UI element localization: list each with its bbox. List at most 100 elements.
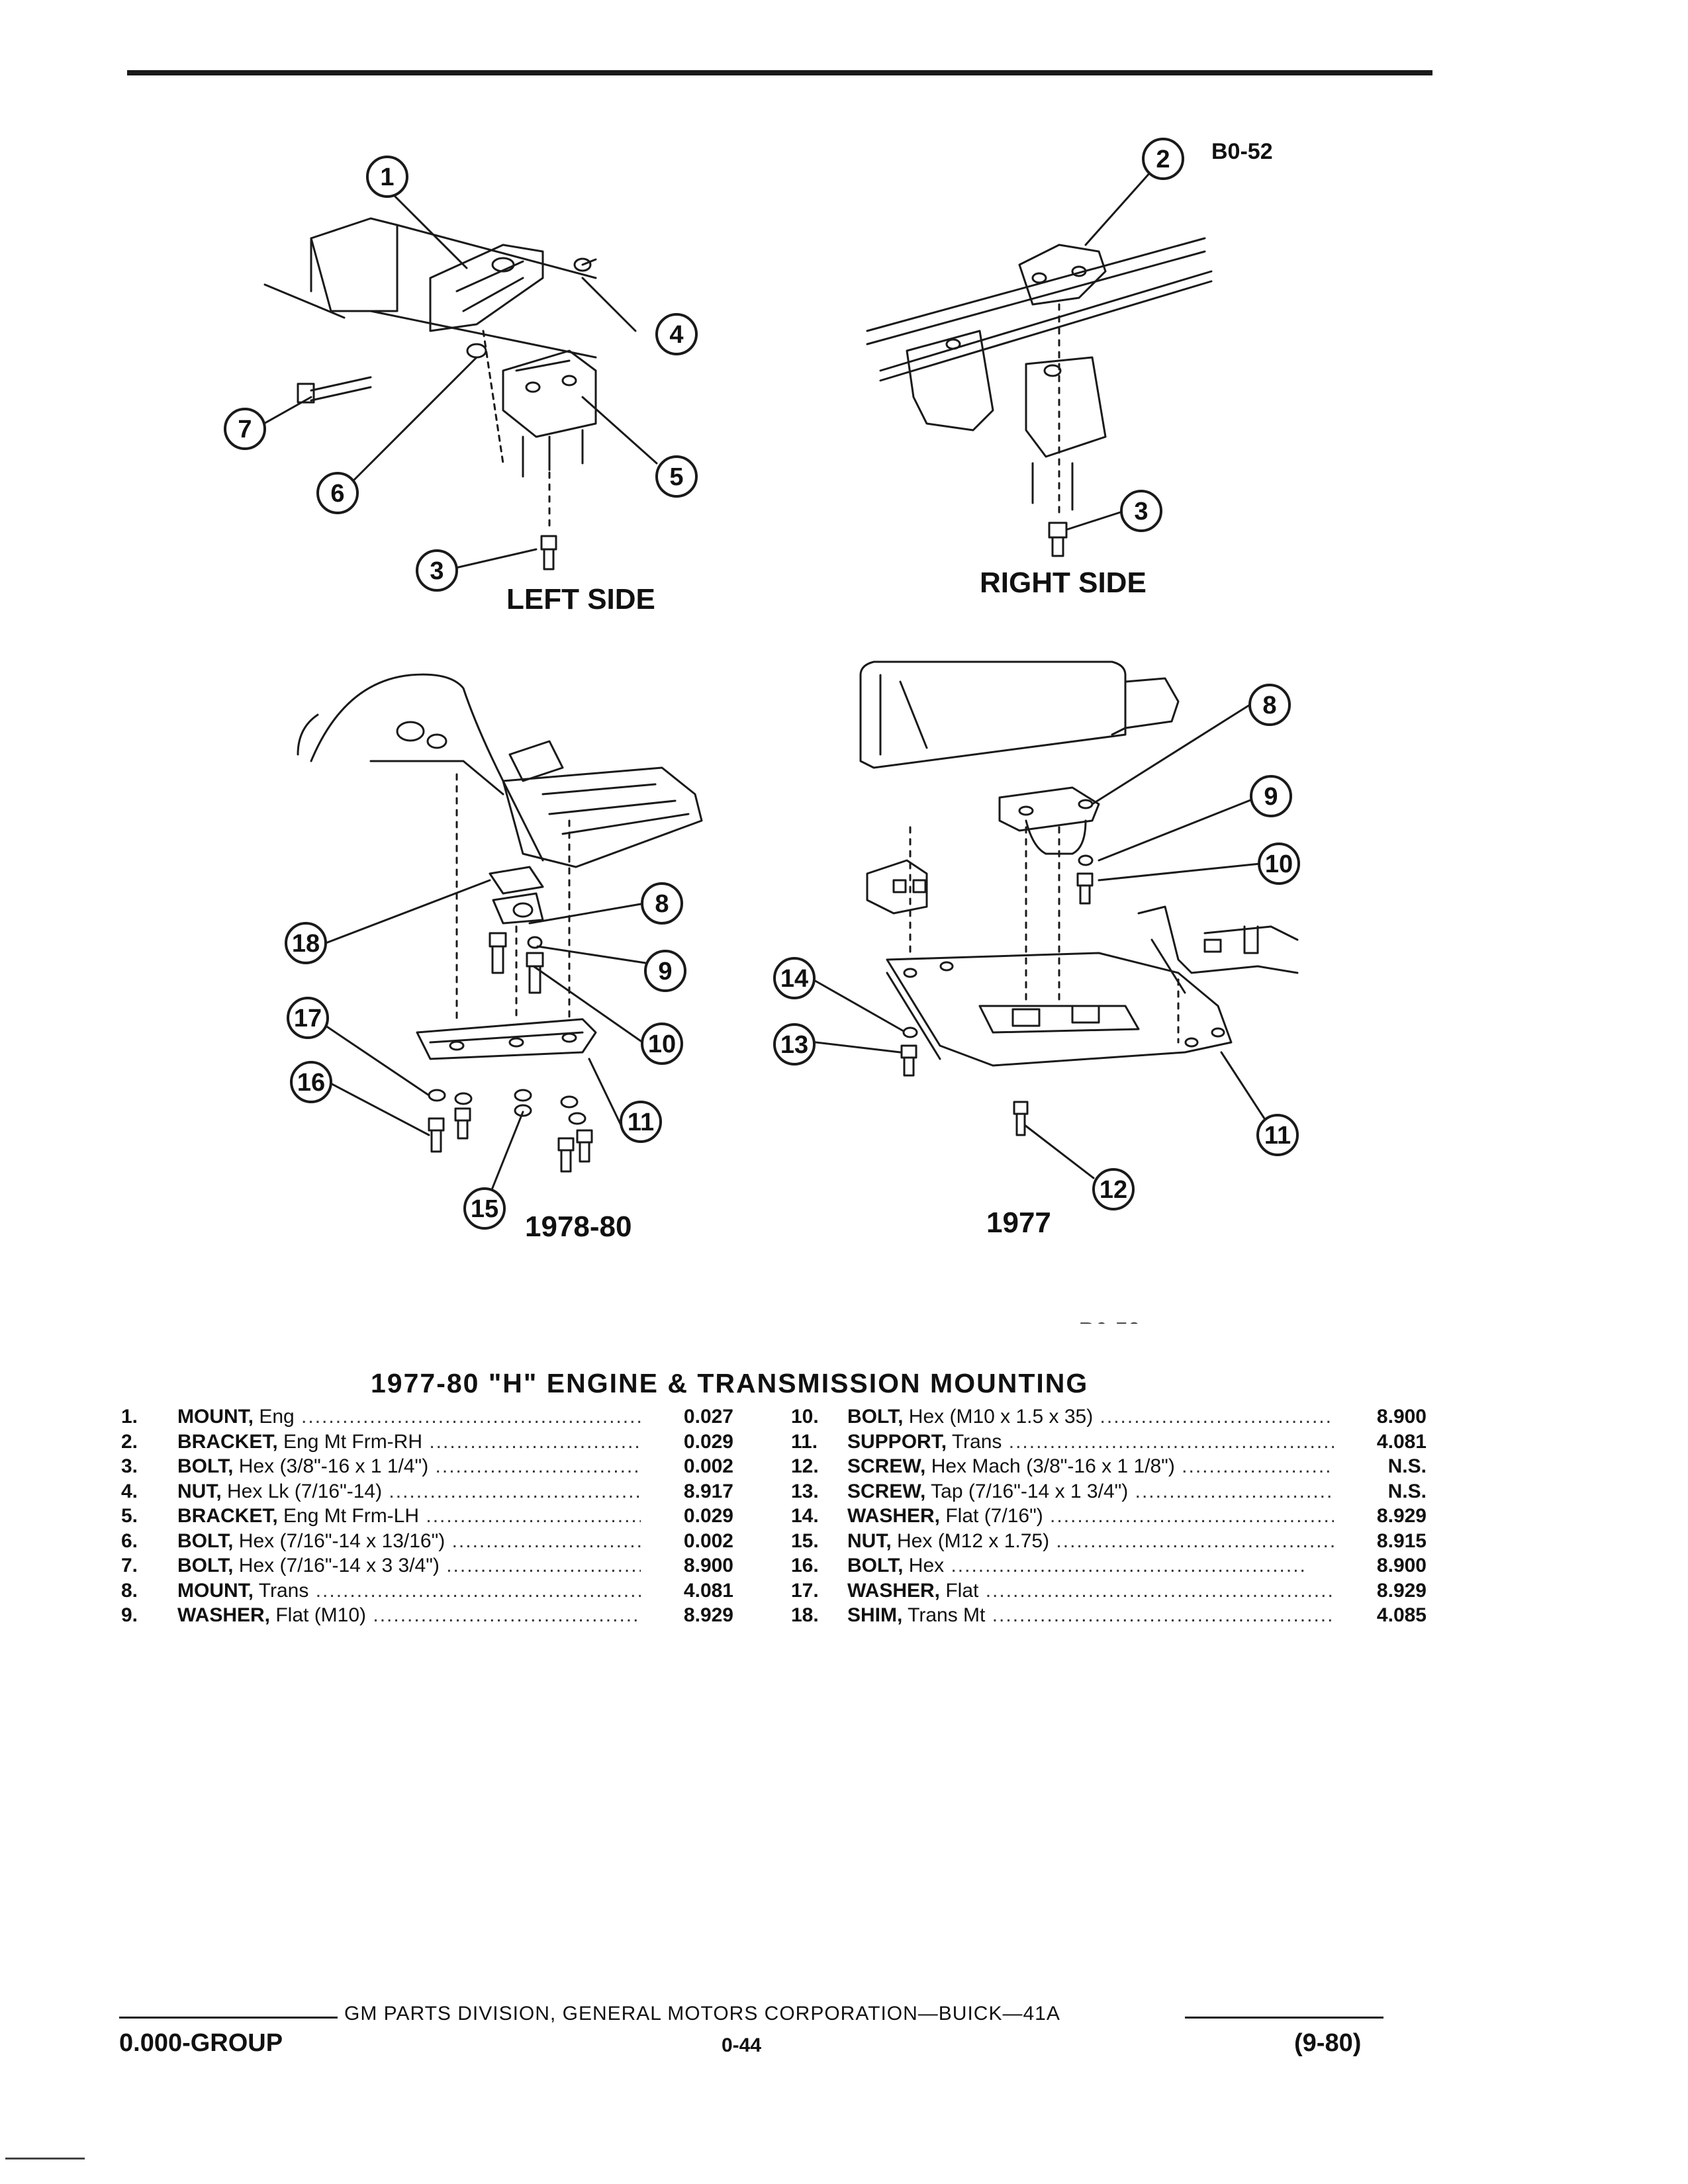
part-row: 11. SUPPORT, Trans ......................… [791,1431,1427,1456]
part-group-number: 4.081 [1376,1430,1427,1453]
callout-9: 9 [658,958,672,985]
part-detail: Hex Lk (7/16"-14) [221,1480,383,1502]
part-row: 5. BRACKET, Eng Mt Frm-LH ...............… [121,1505,733,1530]
part-row: 13.SCREW, Tap (7/16"-14 x 1 3/4") ......… [791,1480,1427,1506]
part-detail: Hex (M10 x 1.5 x 35) [903,1406,1094,1428]
part-group-number: N.S. [1387,1455,1427,1477]
part-detail: Flat (M10) [270,1604,367,1626]
scan-edge-mark [5,2158,85,2160]
view-label-right-side: RIGHT SIDE [980,567,1147,599]
part-description: BOLT, Hex (M10 x 1.5 x 35) .............… [847,1406,1334,1428]
parts-list-right: 10.BOLT, Hex (M10 x 1.5 x 35) ..........… [791,1406,1427,1629]
part-group-number: 8.915 [1376,1529,1427,1552]
footer-date: (9-80) [1294,2029,1362,2057]
part-description: BOLT, Hex ..............................… [847,1555,1307,1576]
part-detail: Hex Mach (3/8"-16 x 1 1/8") [925,1455,1175,1477]
part-name: NUT, [177,1480,222,1502]
part-row: 3.BOLT, Hex (3/8"-16 x 1 1/4") .........… [121,1455,733,1480]
part-number: 13. [791,1480,819,1502]
part-row: 2. BRACKET, Eng Mt Frm-RH ...............… [121,1431,733,1456]
part-name: BOLT, [177,1555,234,1576]
part-description: SHIM, Trans Mt .........................… [847,1604,1334,1626]
callout-9: 9 [1264,783,1278,811]
part-number: 15. [791,1529,819,1552]
callout-8: 8 [655,890,669,918]
part-group-number: 8.900 [1376,1406,1427,1428]
part-group-number: 0.002 [683,1529,733,1552]
callout-16: 16 [297,1069,325,1097]
part-row: 14.WASHER, Flat (7/16") ................… [791,1505,1427,1530]
part-group-number: 8.929 [1376,1505,1427,1527]
part-name: SUPPORT, [847,1430,947,1453]
figure-code-top: B0-52 [1211,139,1273,164]
part-group-number: N.S. [1387,1480,1427,1502]
part-name: WASHER, [847,1579,941,1602]
part-number: 9. [121,1604,138,1626]
part-name: SCREW, [847,1480,926,1502]
part-detail: Hex (7/16"-14 x 3 3/4") [233,1555,440,1576]
callout-10: 10 [1265,850,1293,878]
part-description: WASHER, Flat ...........................… [847,1579,1334,1602]
part-number: 11. [791,1430,818,1453]
part-row: 4.NUT, Hex Lk (7/16"-14) ...............… [121,1480,733,1506]
part-number: 2. [121,1430,138,1453]
part-number: 5. [121,1505,138,1527]
part-detail: Trans [947,1430,1002,1453]
footer-page-number: 0-44 [722,2034,762,2056]
callout-8: 8 [1262,692,1276,719]
part-name: SCREW, [847,1455,926,1477]
part-row: 12.SCREW, Hex Mach (3/8"-16 x 1 1/8") ..… [791,1455,1427,1480]
callout-7: 7 [238,416,252,443]
part-detail: Tap (7/16"-14 x 1 3/4") [925,1480,1129,1502]
part-description: NUT, Hex (M12 x 1.75) ..................… [847,1529,1334,1552]
view-label-1978-80: 1978-80 [525,1210,632,1243]
callout-12: 12 [1100,1176,1127,1204]
callout-13: 13 [780,1031,808,1059]
callout-18: 18 [292,930,320,958]
part-row: 10.BOLT, Hex (M10 x 1.5 x 35) ..........… [791,1406,1427,1431]
part-row: 17. WASHER, Flat ........................… [791,1580,1427,1605]
part-description: BOLT, Hex (7/16"-14 x 13/16") ..........… [177,1529,641,1552]
part-description: NUT, Hex Lk (7/16"-14) .................… [177,1480,641,1502]
part-description: BRACKET, Eng Mt Frm-LH .................… [177,1505,641,1527]
part-name: BRACKET, [177,1505,278,1527]
part-detail: Hex (M12 x 1.75) [891,1529,1050,1552]
part-group-number: 4.085 [1376,1604,1427,1626]
parts-list-left: 1. MOUNT, Eng ...........................… [121,1406,733,1629]
part-description: MOUNT, Trans ...........................… [177,1579,641,1602]
right-side-drawing [866,237,1213,557]
part-description: BRACKET, Eng Mt Frm-RH .................… [177,1430,641,1453]
part-description: WASHER, Flat (7/16") ...................… [847,1505,1334,1527]
part-group-number: 0.029 [683,1430,733,1453]
part-name: SHIM, [847,1604,903,1626]
part-row: 16.BOLT, Hex ...........................… [791,1555,1427,1580]
view-1977-drawing [859,660,1299,1136]
part-number: 6. [121,1529,138,1552]
callout-2: 2 [1156,146,1170,173]
part-name: BOLT, [177,1455,234,1477]
figure-code-bottom: B0-52 [1079,1318,1141,1324]
exploded-view-illustration: 1 2 3 3 4 5 6 7 8 8 9 9 10 10 11 11 12 1… [224,138,1300,1324]
part-row: 15. NUT, Hex (M12 x 1.75) ...............… [791,1530,1427,1555]
part-description: SUPPORT, Trans .........................… [847,1430,1334,1453]
part-row: 18.SHIM, Trans Mt ......................… [791,1604,1427,1629]
part-name: BRACKET, [177,1430,278,1453]
part-name: MOUNT, [177,1406,254,1428]
view-label-left-side: LEFT SIDE [506,583,655,615]
part-detail: Trans [254,1579,309,1602]
callout-11: 11 [628,1109,654,1136]
view-1978-80-drawing [297,673,703,1173]
part-name: BOLT, [847,1555,904,1576]
part-name: BOLT, [177,1529,234,1552]
part-detail: Hex (7/16"-14 x 13/16") [233,1529,445,1552]
part-group-number: 8.917 [683,1480,733,1502]
part-description: MOUNT, Eng .............................… [177,1406,641,1428]
part-number: 17. [791,1579,819,1602]
part-detail: Hex (3/8"-16 x 1 1/4") [233,1455,429,1477]
part-number: 1. [121,1406,138,1428]
part-description: WASHER, Flat (M10) .....................… [177,1604,641,1626]
footer-rule-left [119,2017,338,2019]
part-detail: Hex [903,1555,945,1576]
part-row: 6. BOLT, Hex (7/16"-14 x 13/16") ........… [121,1530,733,1555]
part-detail: Trans Mt [902,1604,986,1626]
